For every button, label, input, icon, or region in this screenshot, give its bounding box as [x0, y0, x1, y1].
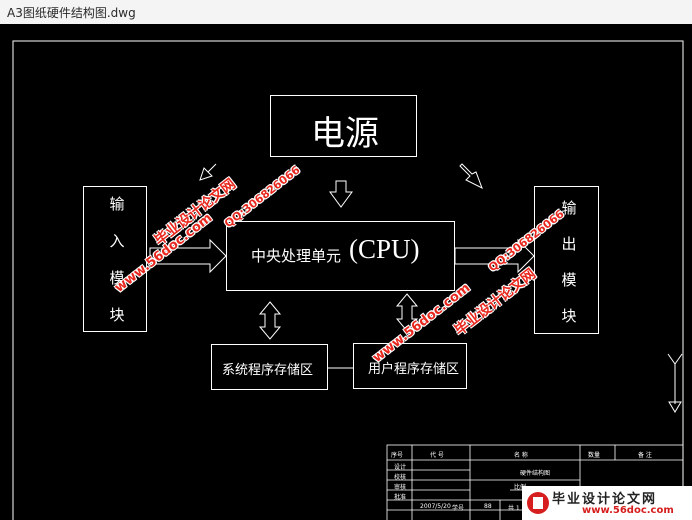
- title-block-check: 校核: [394, 474, 407, 481]
- user-storage-box: 用户程序存储区: [353, 343, 467, 389]
- output-module-char: 模: [561, 271, 577, 289]
- drawing-frame: [12, 40, 684, 520]
- title-block-sheet: 共 1: [508, 505, 520, 512]
- cpu-label-prefix: 中央处理单元: [251, 247, 342, 265]
- cpu-label-suffix: (CPU): [349, 234, 420, 264]
- cpu-user-storage-arrow: [395, 293, 419, 332]
- logo-emblem-icon: [527, 492, 549, 514]
- power-to-cpu-arrow: [329, 180, 353, 208]
- cpu-box: 中央处理单元 (CPU): [226, 221, 455, 291]
- output-module-char: 输: [561, 199, 577, 217]
- system-storage-box: 系统程序存储区: [211, 344, 328, 390]
- input-module-char: 入: [109, 232, 125, 250]
- title-block-approve: 批准: [394, 494, 407, 501]
- input-module-box: 输 入 模 块: [83, 186, 147, 332]
- diagonal-arrow-right: [459, 163, 483, 190]
- window-title: A3图纸硬件结构图.dwg: [7, 6, 136, 20]
- title-block-design: 设计: [394, 464, 407, 471]
- title-block-drawing-name: 硬件结构图: [520, 470, 551, 477]
- input-module-char: 块: [109, 306, 125, 324]
- input-module-char: 模: [109, 269, 125, 287]
- title-block-scale-label: 比例: [514, 484, 527, 491]
- cad-drawing-canvas[interactable]: 电源 中央处理单元 (CPU) 输 入 模 块 输 出 模 块 系统程序存储区 …: [0, 24, 692, 520]
- user-storage-label: 用户程序存储区: [368, 362, 460, 377]
- output-module-char: 块: [561, 307, 577, 325]
- input-module-char: 输: [109, 195, 125, 213]
- title-block-num: 88: [484, 503, 492, 510]
- input-to-cpu-arrow: [149, 238, 227, 274]
- title-block-code-header: 代 号: [430, 452, 444, 459]
- title-block-student-no-label: 学号: [452, 505, 465, 512]
- title-block-review: 审核: [394, 484, 407, 491]
- title-block-qty-header: 数量: [588, 452, 601, 459]
- window-titlebar: A3图纸硬件结构图.dwg: [0, 0, 692, 24]
- system-storage-label: 系统程序存储区: [222, 363, 314, 378]
- output-module-char: 出: [561, 235, 577, 253]
- title-block-seq-header: 序号: [391, 452, 404, 459]
- power-supply-box: 电源: [270, 95, 417, 157]
- title-block-date: 2007/5/20: [420, 503, 451, 510]
- title-block-name-header: 名 称: [514, 452, 528, 459]
- logo-url: www.56doc.com: [582, 505, 674, 516]
- site-logo: 毕业设计论文网 www.56doc.com: [522, 486, 692, 520]
- logo-text: 毕业设计论文网: [552, 492, 658, 507]
- dimension-arrow-icon: [668, 401, 682, 413]
- title-block-note-header: 备 注: [638, 452, 652, 459]
- cpu-to-output-arrow: [454, 238, 535, 274]
- diagonal-arrow-left: [199, 163, 217, 181]
- power-label: 电源: [311, 114, 379, 154]
- cpu-system-storage-arrow: [258, 301, 282, 340]
- output-module-box: 输 出 模 块: [534, 186, 599, 334]
